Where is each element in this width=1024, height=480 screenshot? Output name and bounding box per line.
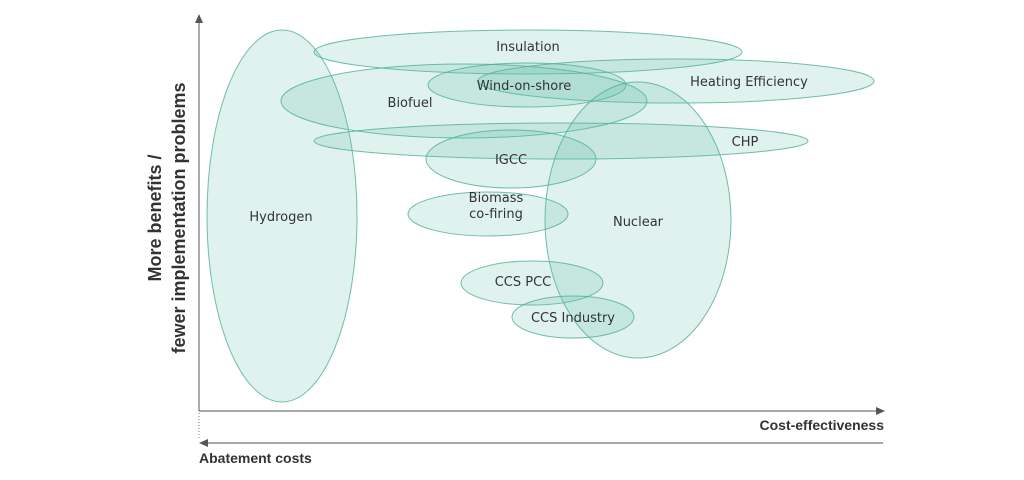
- bubble-ccs-pcc: [460, 260, 604, 306]
- bubble-label-line: Biomass: [469, 191, 524, 206]
- secondary-x-axis-title: Abatement costs: [199, 450, 312, 466]
- bubble-label-line: CCS Industry: [531, 311, 615, 326]
- bubble-biofuel: [280, 63, 648, 139]
- bubble-label-line: Hydrogen: [249, 210, 312, 225]
- y-axis-title: More benefits / fewer implementation pro…: [145, 82, 189, 353]
- bubble-label-line: Wind-on-shore: [477, 79, 572, 94]
- bubble-label-line: Biofuel: [388, 96, 433, 111]
- bubble-label-biofuel: Biofuel: [388, 96, 433, 111]
- bubble-heating-efficiency: [477, 58, 875, 104]
- bubble-label-igcc: IGCC: [495, 153, 527, 168]
- x-axis-title: Cost-effectiveness: [760, 417, 885, 433]
- bubble-label-heating-efficiency: Heating Efficiency: [690, 75, 808, 90]
- bubble-label-nuclear: Nuclear: [613, 215, 664, 230]
- x-axis-arrow: [876, 407, 885, 415]
- bubble-label-line: IGCC: [495, 153, 527, 168]
- y-axis-title-line-2: fewer implementation problems: [169, 82, 189, 353]
- bubble-hydrogen: [206, 29, 358, 403]
- bubble-label-ccs-pcc: CCS PCC: [495, 275, 552, 290]
- bubble-label-hydrogen: Hydrogen: [249, 210, 312, 225]
- bubble-wind-on-shore: [427, 62, 627, 108]
- bubble-label-line: Nuclear: [613, 215, 664, 230]
- axes: [195, 14, 885, 447]
- bubble-nuclear: [544, 81, 732, 359]
- bubbles-layer: [206, 29, 875, 403]
- bubble-igcc: [425, 129, 597, 189]
- bubble-label-line: Heating Efficiency: [690, 75, 808, 90]
- bubble-biomass-co-firing: [407, 191, 569, 237]
- bubble-insulation: [313, 29, 743, 75]
- y-axis-title-line-1: More benefits /: [145, 154, 165, 281]
- secondary-x-axis-arrow: [199, 439, 208, 447]
- bubble-label-line: co-firing: [469, 207, 523, 222]
- y-axis-arrow: [195, 14, 203, 23]
- bubble-label-ccs-industry: CCS Industry: [531, 311, 615, 326]
- bubble-label-line: CHP: [732, 135, 759, 150]
- bubble-label-wind-on-shore: Wind-on-shore: [477, 79, 572, 94]
- bubble-ccs-industry: [511, 295, 635, 339]
- bubble-label-chp: CHP: [732, 135, 759, 150]
- bubble-chp: [313, 122, 809, 160]
- bubble-label-insulation: Insulation: [496, 40, 560, 55]
- bubble-label-line: CCS PCC: [495, 275, 552, 290]
- bubble-label-line: Insulation: [496, 40, 560, 55]
